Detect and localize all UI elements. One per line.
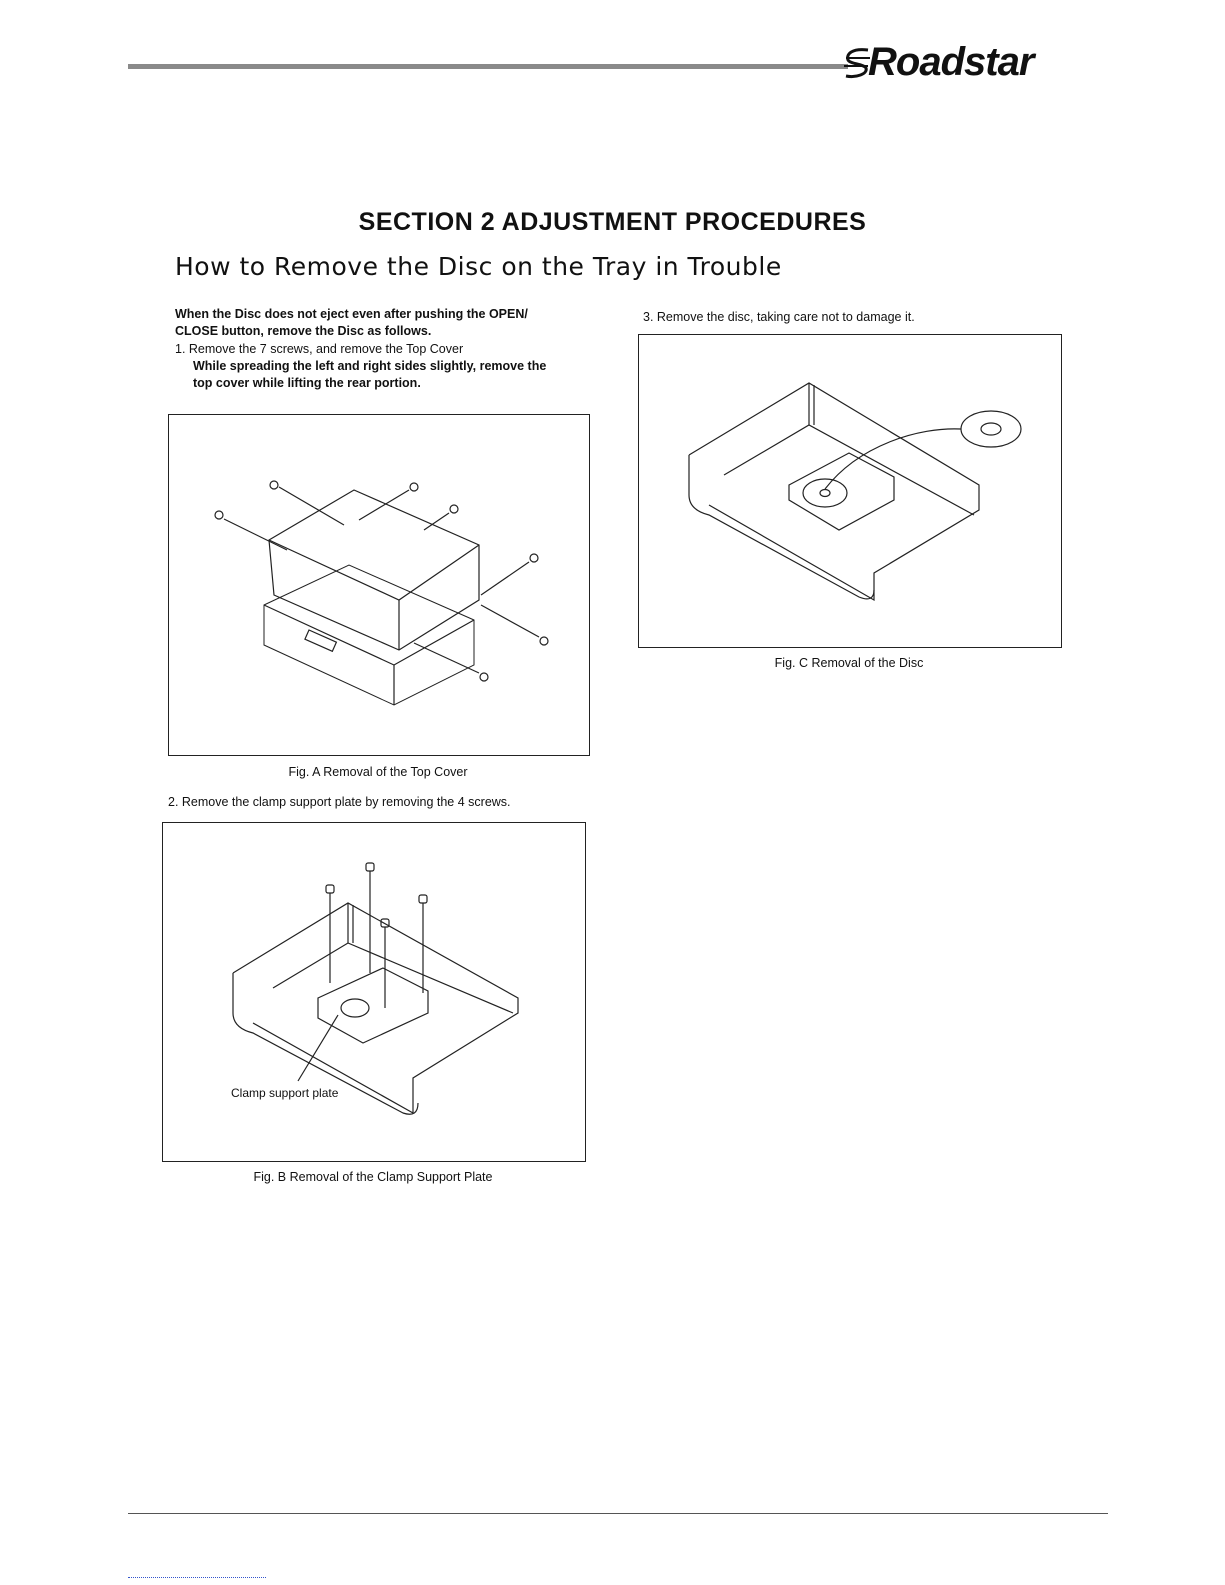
footer-rule <box>128 1513 1108 1514</box>
clamp-support-plate-label: Clamp support plate <box>231 1086 339 1100</box>
step1-line-2: While spreading the left and right sides… <box>193 359 547 373</box>
section-title: SECTION 2 ADJUSTMENT PROCEDURES <box>358 208 867 236</box>
figure-a-diagram <box>214 480 549 706</box>
step1-line-3: top cover while lifting the rear portion… <box>193 376 421 390</box>
page-subtitle: How to Remove the Disc on the Tray in Tr… <box>175 252 782 281</box>
figure-c-caption: Fig. C Removal of the Disc <box>774 656 924 670</box>
roadstar-logo: Roadstar <box>842 38 1082 88</box>
figure-b-box: Clamp support plate <box>162 822 586 1162</box>
header-rule <box>128 64 848 69</box>
intro-line-1: When the Disc does not eject even after … <box>175 307 528 321</box>
step2-text: 2. Remove the clamp support plate by rem… <box>168 795 511 809</box>
figure-c-diagram <box>688 382 1022 602</box>
brand-name: Roadstar <box>868 40 1034 84</box>
figure-b-diagram <box>232 862 519 1115</box>
bottom-dotted-line <box>128 1577 266 1578</box>
step3-text: 3. Remove the disc, taking care not to d… <box>643 310 915 324</box>
intro-line-2: CLOSE button, remove the Disc as follows… <box>175 324 432 338</box>
figure-a-box <box>168 414 590 756</box>
logo-swoosh-icon <box>844 48 870 78</box>
step1-line-1: 1. Remove the 7 screws, and remove the T… <box>175 342 464 356</box>
figure-a-caption: Fig. A Removal of the Top Cover <box>288 765 468 779</box>
figure-c-box <box>638 334 1062 648</box>
figure-b-caption: Fig. B Removal of the Clamp Support Plat… <box>253 1170 493 1184</box>
